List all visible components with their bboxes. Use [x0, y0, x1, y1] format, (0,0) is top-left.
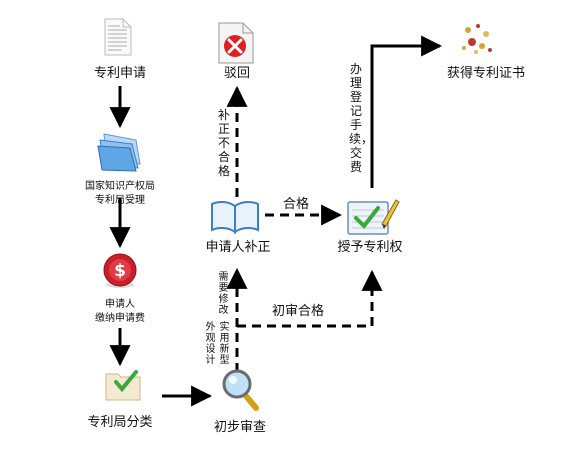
- node-obtain-certificate: 获得专利证书: [446, 66, 526, 81]
- node-applicant-fee-line1: 申请人: [105, 299, 135, 310]
- open-book-icon: [210, 198, 260, 234]
- arrow-exam-to-grant: [237, 269, 383, 328]
- node-applicant-fee-line2: 缴纳申请费: [95, 313, 145, 324]
- money-icon: $: [101, 252, 139, 290]
- reject-document-icon: [218, 22, 254, 64]
- magnifier-icon: [220, 368, 260, 412]
- node-office-accept-line2: 专利局受理: [95, 195, 145, 206]
- edge-label-amend-fail: 补正不合格: [217, 108, 230, 178]
- node-rejected: 驳回: [223, 66, 251, 81]
- node-office-classify: 专利局分类: [87, 415, 153, 430]
- node-grant-patent: 授予专利权: [337, 240, 403, 255]
- node-preliminary-exam: 初步审查: [213, 420, 267, 435]
- folder-check-icon: [104, 368, 144, 402]
- node-office-accept-line1: 国家知识产权局: [85, 181, 155, 192]
- certificate-icon: [456, 20, 500, 60]
- document-icon: [104, 18, 132, 56]
- arrow-grant-to-certificate: [370, 35, 443, 188]
- edge-label-register-pay: 办理登记手续，交费: [349, 62, 374, 174]
- node-applicant-amend: 申请人补正: [205, 240, 271, 255]
- folder-stack-icon: [96, 130, 146, 172]
- checklist-pen-icon: [346, 196, 400, 236]
- node-patent-application: 专利申请: [93, 66, 147, 81]
- edge-label-design: 外观设计: [205, 322, 216, 366]
- edge-label-utility-model: 实用新型: [219, 322, 230, 366]
- svg-text:$: $: [114, 261, 126, 281]
- edge-label-needs-modify: 需要修改: [218, 272, 229, 316]
- edge-label-prelim-qualified: 初审合格: [272, 304, 325, 319]
- edge-label-qualified: 合格: [283, 197, 310, 212]
